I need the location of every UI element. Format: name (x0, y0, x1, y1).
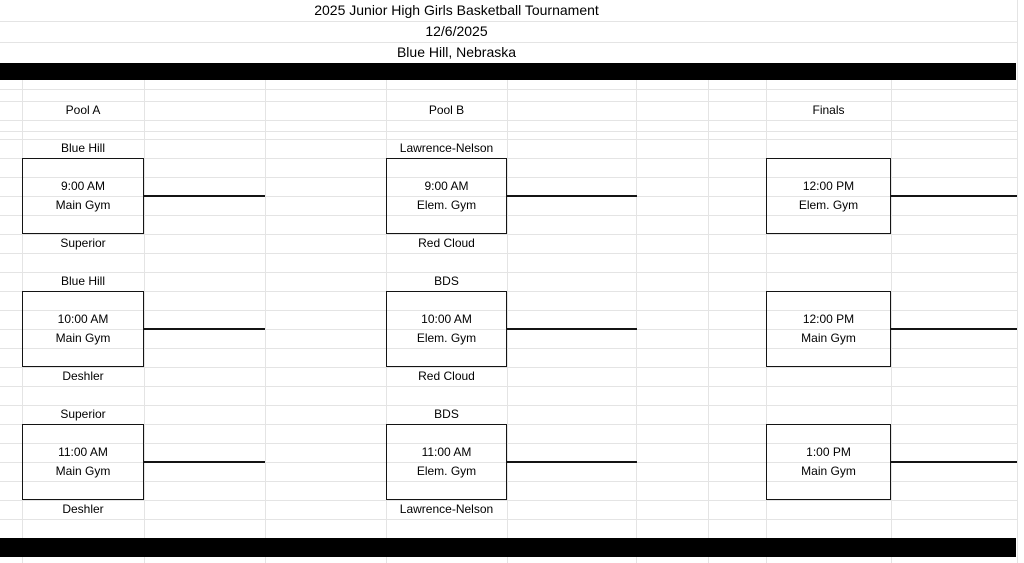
gridline (1017, 0, 1018, 563)
winner-line (891, 195, 1017, 197)
gridline (507, 80, 508, 563)
gridline (0, 386, 1017, 387)
gridline (0, 443, 1017, 444)
gridline (0, 405, 1017, 406)
game-box (22, 158, 144, 234)
game-time: 11:00 AM (421, 445, 472, 459)
team-name: Red Cloud (418, 236, 475, 250)
game-venue: Elem. Gym (416, 331, 477, 345)
gridline (0, 215, 1017, 216)
game-time: 11:00 AM (58, 445, 108, 459)
winner-line (891, 461, 1017, 463)
game-venue: Main Gym (801, 464, 856, 478)
game-box (766, 424, 891, 500)
gridline (0, 291, 1017, 292)
gridline (0, 481, 1017, 482)
team-name: Blue Hill (60, 274, 105, 288)
game-box (766, 158, 891, 234)
winner-line (507, 195, 637, 197)
divider-bar-bottom (0, 538, 1016, 557)
game-time: 10:00 AM (57, 312, 109, 326)
team-name: Deshler (62, 502, 104, 516)
game-venue: Elem. Gym (416, 198, 477, 212)
game-box (386, 158, 507, 234)
finals-header: Finals (812, 103, 845, 117)
tournament-date: 12/6/2025 (425, 23, 488, 39)
game-time: 12:00 PM (802, 312, 855, 326)
gridline (708, 80, 709, 563)
gridline (265, 80, 266, 563)
gridline (0, 519, 1017, 520)
gridline (0, 131, 1017, 132)
game-venue: Main Gym (55, 198, 111, 212)
game-time: 1:00 PM (806, 445, 851, 459)
gridline (0, 139, 1017, 140)
winner-line (144, 461, 265, 463)
game-box (22, 424, 144, 500)
tournament-location: Blue Hill, Nebraska (396, 44, 517, 60)
game-venue: Main Gym (801, 331, 856, 345)
gridline (0, 89, 1017, 90)
gridline (0, 21, 1017, 22)
gridline (0, 462, 1017, 463)
gridline (0, 234, 1017, 235)
game-box (386, 291, 507, 367)
team-name: BDS (434, 274, 459, 288)
gridline (0, 272, 1017, 273)
gridline (0, 500, 1017, 501)
game-box (766, 291, 891, 367)
gridline (891, 80, 892, 563)
winner-line (891, 328, 1017, 330)
team-name: Lawrence-Nelson (399, 502, 494, 516)
pool-b-header: Pool B (428, 103, 465, 117)
game-venue: Elem. Gym (416, 464, 477, 478)
winner-line (507, 328, 637, 330)
gridline (0, 196, 1017, 197)
team-name: Red Cloud (418, 369, 475, 383)
tournament-title: 2025 Junior High Girls Basketball Tourna… (314, 2, 599, 18)
gridline (0, 120, 1017, 121)
game-venue: Elem. Gym (798, 198, 859, 212)
gridline (636, 80, 637, 563)
winner-line (144, 195, 265, 197)
gridline (0, 367, 1017, 368)
game-box (22, 291, 144, 367)
winner-line (507, 461, 637, 463)
gridline (0, 329, 1017, 330)
winner-line (144, 328, 265, 330)
gridline (0, 310, 1017, 311)
game-time: 12:00 PM (802, 179, 855, 193)
gridline (144, 80, 145, 563)
gridline (0, 158, 1017, 159)
gridline (0, 177, 1017, 178)
gridline (0, 253, 1017, 254)
gridline (0, 424, 1017, 425)
gridline (0, 101, 1017, 102)
game-time: 9:00 AM (424, 179, 469, 193)
game-time: 9:00 AM (60, 179, 106, 193)
team-name: Deshler (62, 369, 104, 383)
gridline (0, 348, 1017, 349)
gridline (0, 42, 1017, 43)
team-name: Lawrence-Nelson (399, 141, 494, 155)
team-name: Superior (60, 236, 106, 250)
game-venue: Main Gym (55, 464, 111, 478)
team-name: Superior (60, 407, 106, 421)
game-venue: Main Gym (55, 331, 111, 345)
team-name: Blue Hill (60, 141, 105, 155)
game-box (386, 424, 507, 500)
pool-a-header: Pool A (65, 103, 101, 117)
divider-bar-top (0, 63, 1016, 80)
game-time: 10:00 AM (421, 312, 472, 326)
team-name: BDS (434, 407, 459, 421)
